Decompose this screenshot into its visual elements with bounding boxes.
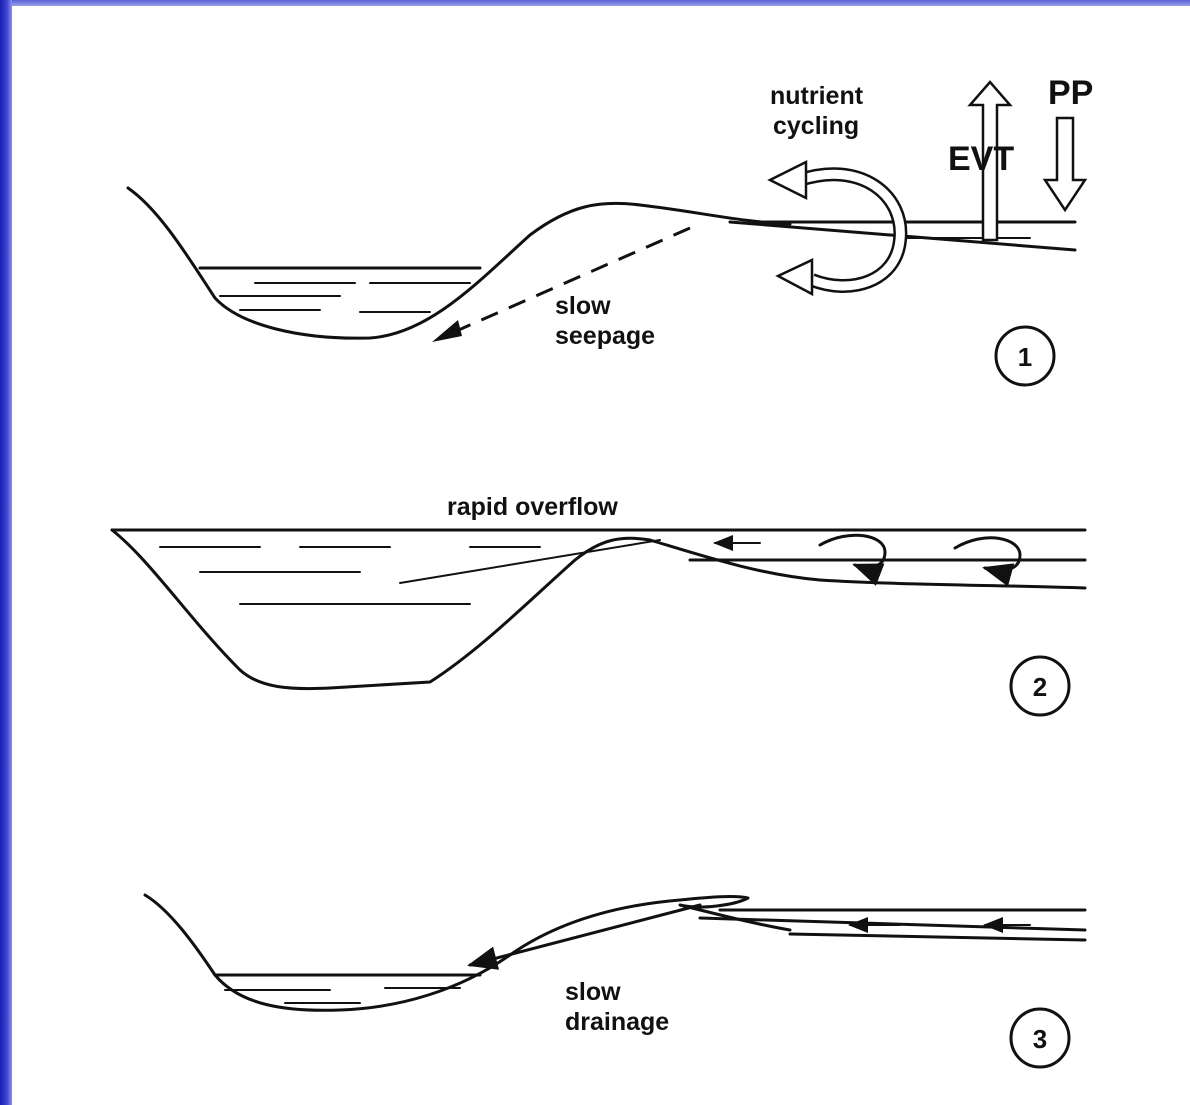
seepage-label-line1: slow (555, 292, 611, 320)
panel-1-number: 1 (1018, 342, 1032, 372)
panel-2-number: 2 (1033, 672, 1047, 702)
panel-3-terrain (145, 895, 790, 1010)
pp-down-arrow-icon (1045, 118, 1085, 210)
panel-3-number: 3 (1033, 1024, 1047, 1054)
pp-label: PP (1048, 74, 1093, 112)
overflow-eddy-2-icon (955, 538, 1020, 570)
panel-1: nutrient cycling EVT PP slow seepage 1 (128, 74, 1093, 385)
panel-1-terrain (128, 188, 790, 338)
drainage-label-line1: slow (565, 978, 621, 1006)
nutrient-cycling-label-line2: cycling (773, 112, 859, 140)
drainage-label-line2: drainage (565, 1008, 669, 1036)
seepage-label-line2: seepage (555, 322, 655, 350)
nutrient-cycling-label-line1: nutrient (770, 82, 864, 110)
evt-label: EVT (948, 140, 1014, 178)
panel-3: slow drainage 3 (145, 895, 1085, 1067)
drainage-arrow (470, 905, 700, 965)
panel-2: rapid overflow 2 (112, 493, 1085, 715)
rapid-overflow-label: rapid overflow (447, 493, 618, 521)
panel-2-terrain (112, 530, 1085, 689)
overflow-eddy-1-icon (820, 535, 885, 567)
